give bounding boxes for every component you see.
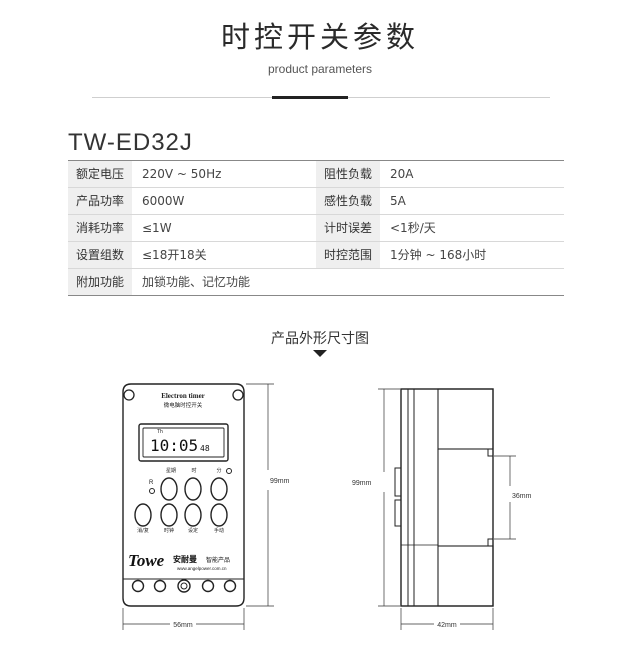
param-value: 220V ~ 50Hz xyxy=(142,167,222,181)
param-label: 计时误差 xyxy=(316,215,380,241)
side-view xyxy=(394,388,494,607)
button-label-minute: 分 xyxy=(216,467,221,474)
param-value: 6000W xyxy=(142,194,185,208)
param-value: 加锁功能、记忆功能 xyxy=(142,275,251,289)
button-label-clock: 时钟 xyxy=(164,527,174,534)
button-label-manual: 手动 xyxy=(214,527,224,534)
param-label: 阻性负载 xyxy=(316,161,380,187)
width-front-label: 56mm xyxy=(173,622,193,629)
button-label-cancel: 消/复 xyxy=(137,527,149,534)
header-accent-bar xyxy=(272,96,348,99)
rail-height-label: 36mm xyxy=(512,493,532,500)
lcd-seconds: 48 xyxy=(200,444,210,453)
reset-label: R xyxy=(149,480,154,486)
param-label: 消耗功率 xyxy=(68,215,132,241)
height-side-label: 99mm xyxy=(352,480,372,487)
drawing-title: 产品外形尺寸图 xyxy=(271,331,369,347)
side-dimensions xyxy=(378,388,516,630)
param-value: <1秒/天 xyxy=(390,221,436,235)
param-value: ≤18开18关 xyxy=(142,248,207,262)
param-value: ≤1W xyxy=(142,221,172,235)
logo: Towe xyxy=(128,551,165,570)
depth-side-label: 42mm xyxy=(437,622,457,629)
lcd-day: Th xyxy=(157,429,163,435)
param-value: 20A xyxy=(390,167,414,181)
front-dimensions xyxy=(122,383,274,630)
table-row: 设置组数 ≤18开18关 时控范围 1分钟 ~ 168小时 xyxy=(68,242,564,269)
param-label: 感性负载 xyxy=(316,188,380,214)
brand-line-1: Electron timer xyxy=(161,392,205,400)
logo-cn: 安耐曼 xyxy=(173,554,197,564)
dimension-drawing: Electron timer 微电脑时控开关 Th 10:05 48 星期 时 … xyxy=(122,383,532,630)
param-value: 1分钟 ~ 168小时 xyxy=(390,248,487,262)
params-table: 额定电压 220V ~ 50Hz 阻性负载 20A 产品功率 6000W 感性负… xyxy=(68,160,564,296)
website: www.angelpower.com.cn xyxy=(177,566,227,571)
table-row: 产品功率 6000W 感性负载 5A xyxy=(68,188,564,215)
button-label-weekday: 星期 xyxy=(166,468,176,474)
page-subtitle: product parameters xyxy=(267,62,373,76)
front-view xyxy=(122,383,245,607)
lcd-time: 10:05 xyxy=(150,436,198,455)
height-front-label: 99mm xyxy=(270,478,290,485)
param-label: 产品功率 xyxy=(68,188,132,214)
button-label-hour: 时 xyxy=(191,467,196,474)
table-row: 额定电压 220V ~ 50Hz 阻性负载 20A xyxy=(68,161,564,188)
table-row: 消耗功率 ≤1W 计时误差 <1秒/天 xyxy=(68,215,564,242)
logo-tagline: 智能产品 xyxy=(206,556,230,564)
param-label: 时控范围 xyxy=(316,242,380,268)
param-label: 附加功能 xyxy=(68,269,132,295)
button-label-set: 设定 xyxy=(188,527,198,534)
param-value: 5A xyxy=(390,194,406,208)
arrow-down-icon xyxy=(313,350,327,357)
param-label: 设置组数 xyxy=(68,242,132,268)
brand-line-2: 微电脑时控开关 xyxy=(164,401,203,409)
page-title: 时控开关参数 xyxy=(220,20,419,54)
model-number: TW-ED32J xyxy=(68,129,193,156)
param-label: 额定电压 xyxy=(68,161,132,187)
table-row: 附加功能 加锁功能、记忆功能 xyxy=(68,269,564,296)
